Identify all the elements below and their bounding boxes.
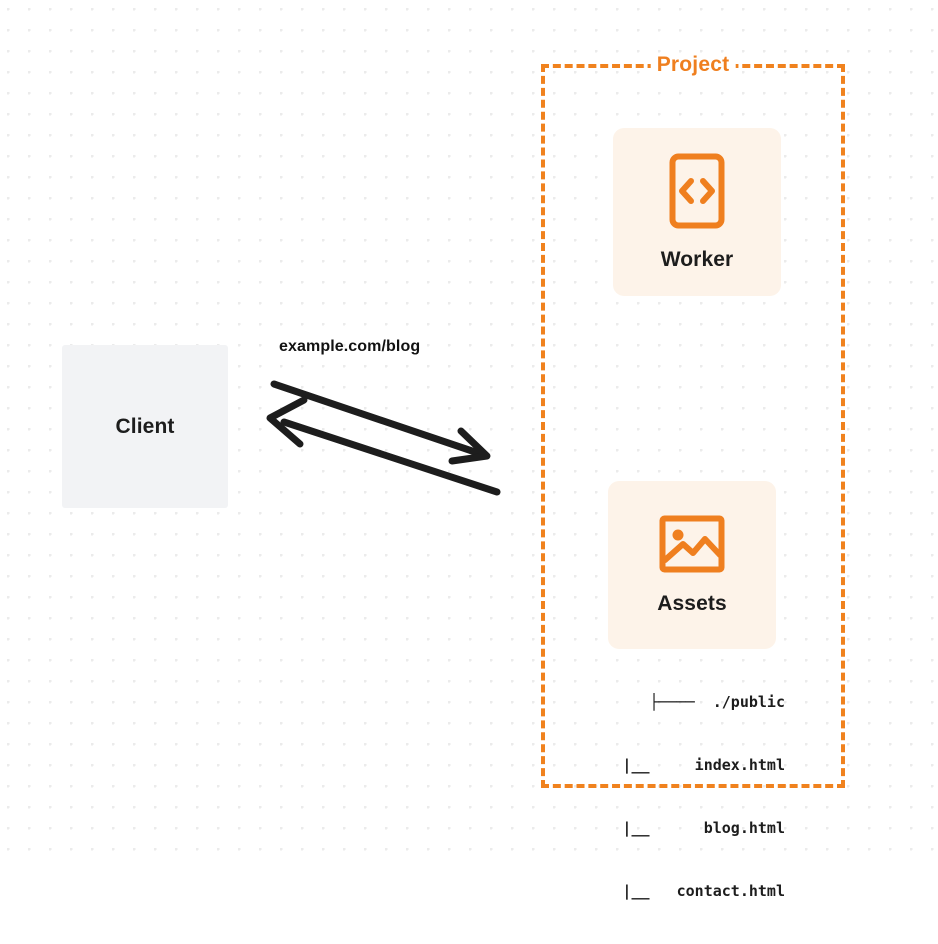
image-icon bbox=[659, 515, 725, 578]
client-node[interactable]: Client bbox=[62, 345, 228, 508]
assets-label: Assets bbox=[657, 591, 727, 615]
file-tree-row-contact: |__ contact.html bbox=[604, 882, 785, 900]
worker-label: Worker bbox=[660, 247, 734, 271]
worker-card[interactable]: Worker bbox=[613, 128, 781, 296]
request-url-label: example.com/blog bbox=[279, 338, 421, 355]
file-tree-row-blog: |__ blog.html bbox=[604, 819, 785, 837]
client-label: Client bbox=[115, 414, 175, 438]
diagram-canvas: Client example.com/blog Project Worker bbox=[0, 0, 938, 900]
file-tree-row-index: |__ index.html bbox=[604, 756, 785, 774]
arrow-client-to-project bbox=[270, 380, 491, 465]
file-tree: ├──── ./public |__ index.html |__ blog.h… bbox=[585, 650, 785, 944]
file-tree-row-root: ├──── ./public bbox=[649, 693, 785, 711]
project-title: Project bbox=[650, 53, 736, 77]
assets-card[interactable]: Assets bbox=[608, 481, 776, 649]
project-container: Project bbox=[541, 53, 845, 788]
code-file-icon bbox=[669, 153, 725, 234]
arrow-project-to-client bbox=[266, 396, 501, 496]
